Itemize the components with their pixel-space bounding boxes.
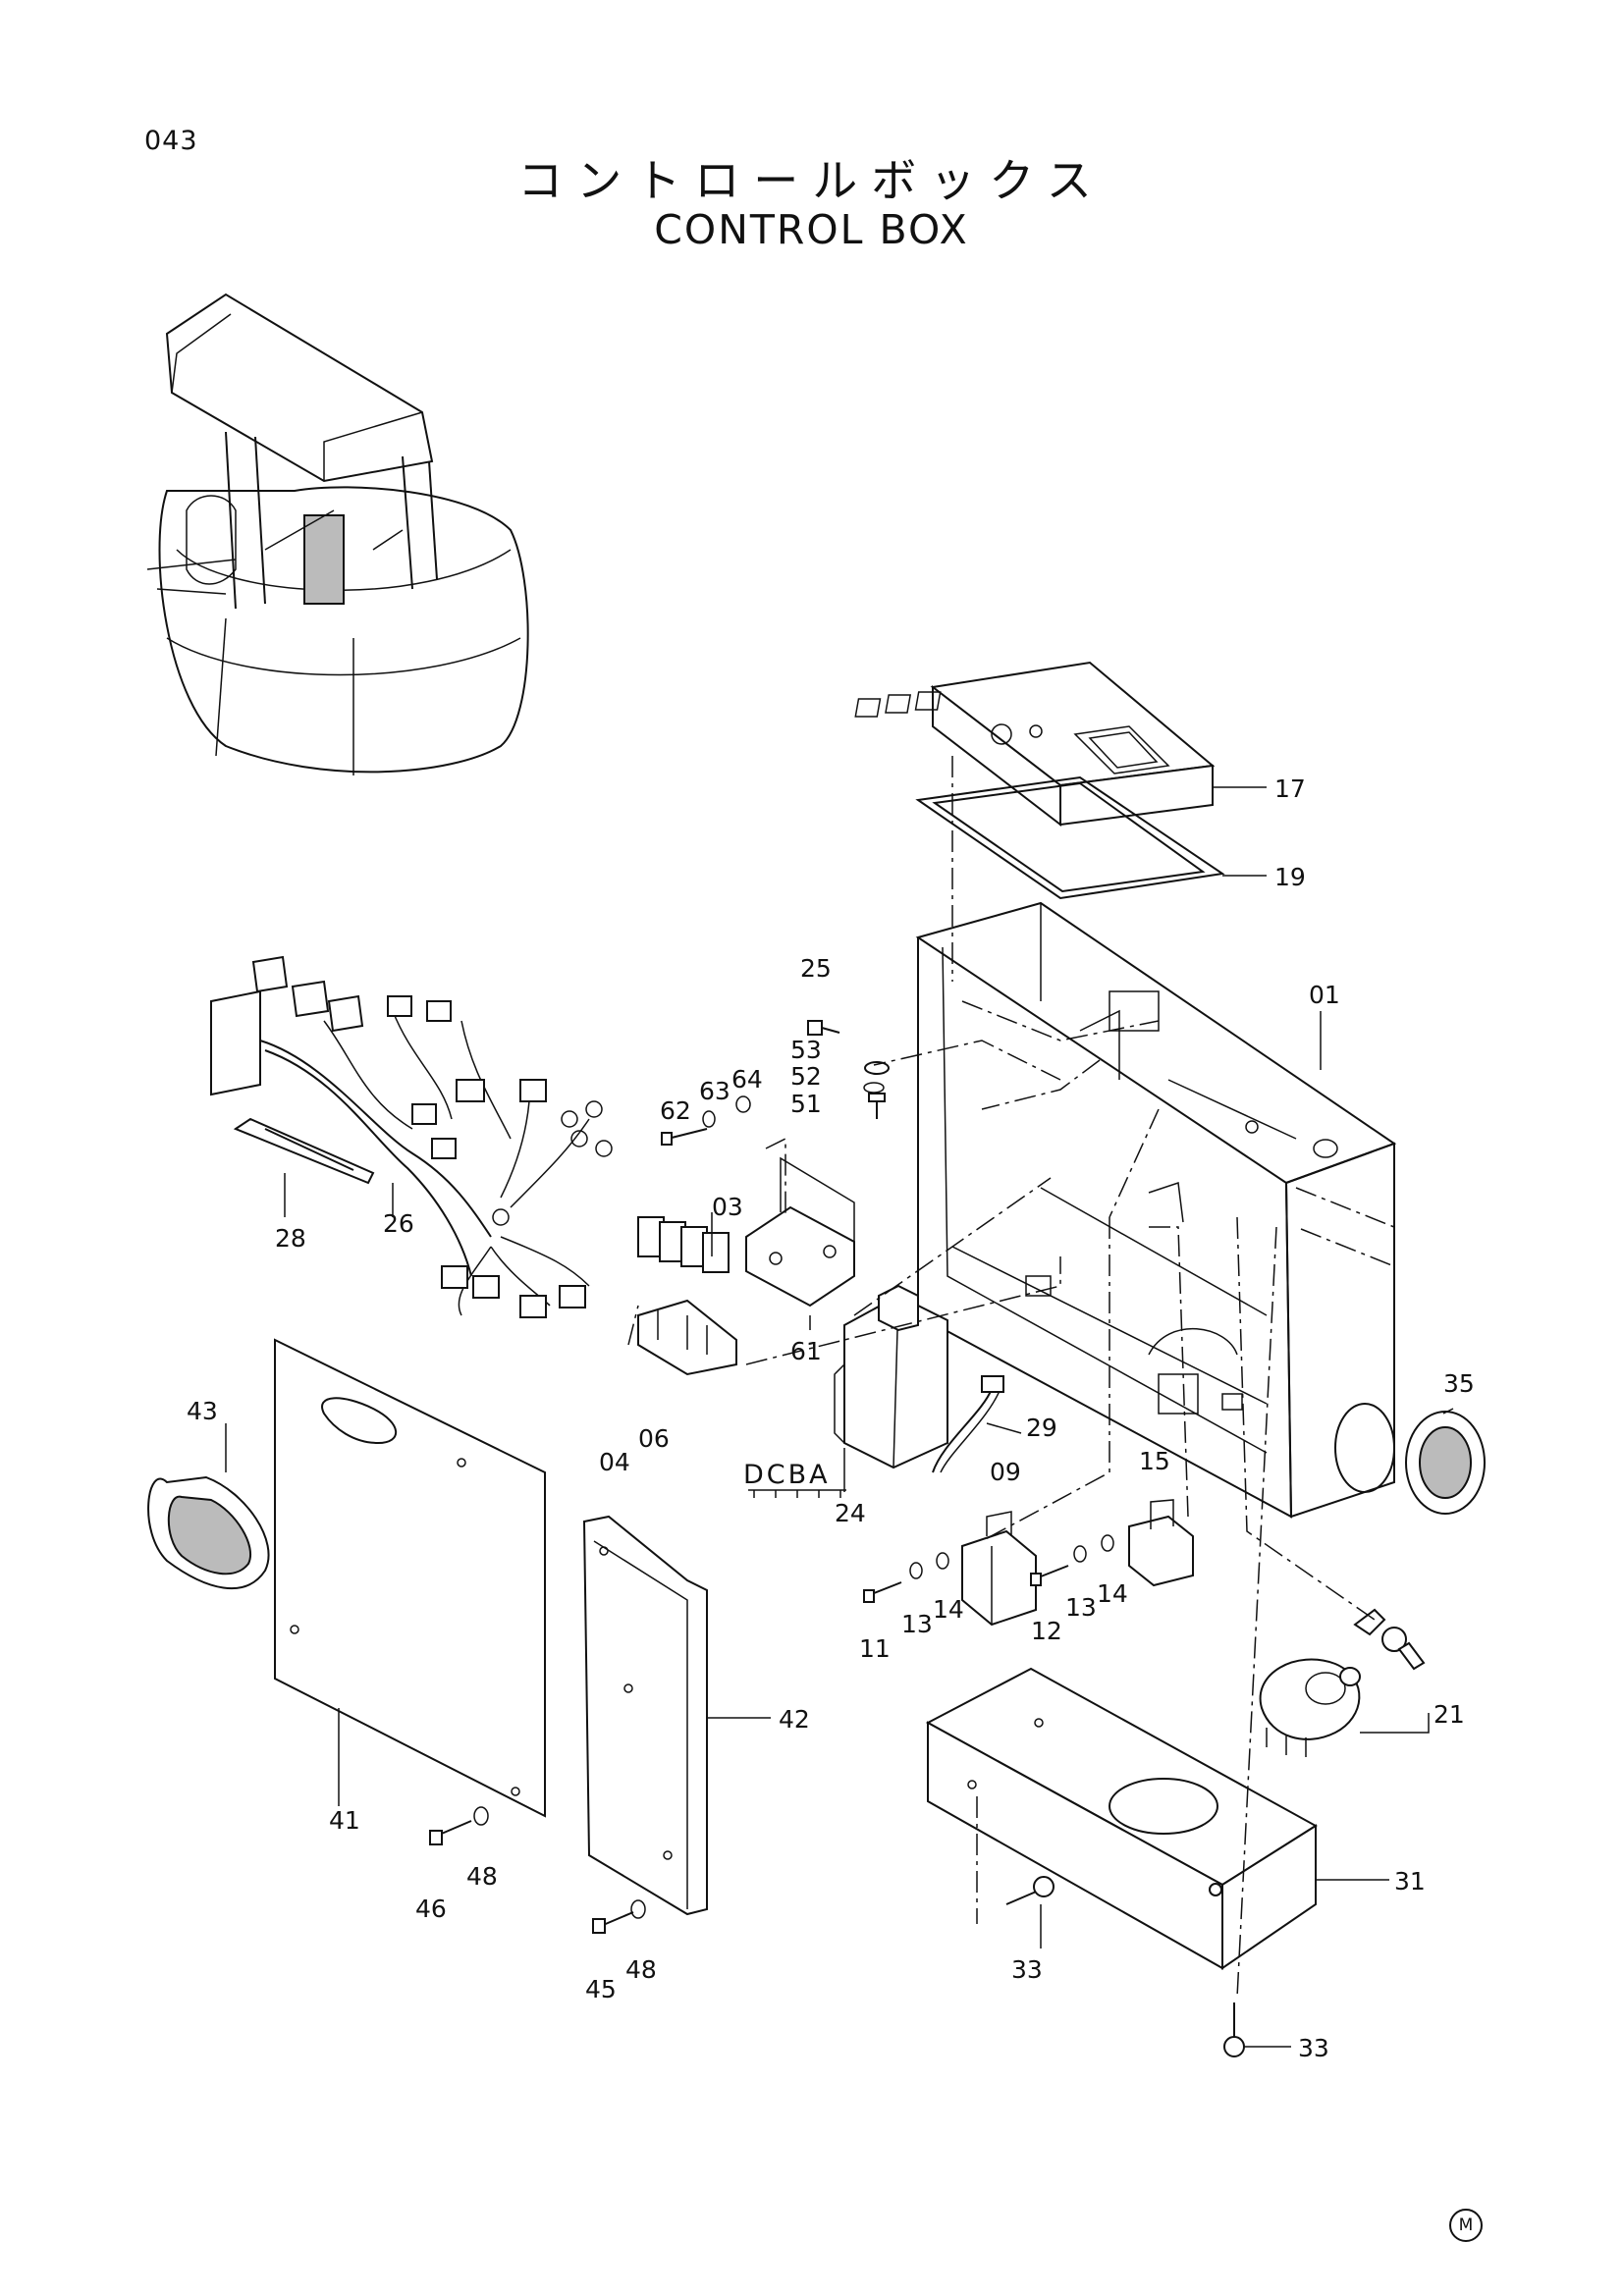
callout-61: 61 — [790, 1337, 822, 1365]
callout-19: 19 — [1274, 863, 1306, 891]
callout-46: 46 — [415, 1895, 447, 1923]
grommet-43 — [147, 1475, 270, 1590]
callout-53: 53 — [790, 1036, 822, 1064]
callout-31: 31 — [1394, 1867, 1426, 1896]
callout-leader-lines — [225, 786, 1454, 2048]
screw-washer-62-63-64 — [661, 1095, 751, 1146]
callout-labels: 01 03 04 06 09 11 12 13 13 14 14 15 17 1… — [187, 774, 1475, 2062]
title-english: CONTROL BOX — [654, 206, 969, 253]
screws-46-45-washers-48 — [429, 1806, 646, 1934]
callout-42: 42 — [779, 1705, 810, 1734]
controller-unit-24 — [834, 1284, 948, 1469]
variant-indicator — [748, 1489, 846, 1498]
monitor-panel-17 — [854, 661, 1216, 828]
callout-45: 45 — [585, 1975, 617, 2003]
callout-04: 04 — [599, 1448, 630, 1476]
callout-64: 64 — [731, 1065, 763, 1094]
callout-33-right: 33 — [1298, 2034, 1329, 2062]
callout-29: 29 — [1026, 1414, 1057, 1442]
page-number: 043 — [144, 126, 198, 156]
callout-13-right: 13 — [1065, 1593, 1097, 1622]
title-japanese: コントロールボックス — [517, 154, 1106, 207]
assembly-guide-lines — [627, 756, 1376, 1999]
machine-locator-illustration — [146, 293, 529, 775]
callout-12: 12 — [1031, 1617, 1062, 1645]
callout-21: 21 — [1434, 1700, 1465, 1729]
key-switch-21 — [1259, 1608, 1426, 1757]
callout-33-left: 33 — [1011, 1955, 1043, 1984]
callout-48-right: 48 — [625, 1955, 657, 1984]
callout-09: 09 — [990, 1458, 1021, 1486]
relay-09 — [961, 1511, 1037, 1627]
sensor-29 — [932, 1375, 1004, 1473]
callout-41: 41 — [329, 1806, 360, 1835]
callout-15: 15 — [1139, 1447, 1170, 1475]
callout-25: 25 — [800, 954, 832, 983]
plate-41 — [274, 1338, 546, 1818]
callout-48-left: 48 — [466, 1862, 498, 1891]
plate-42 — [582, 1515, 708, 1916]
callout-26: 26 — [383, 1209, 414, 1238]
manufacturer-mark: M — [1449, 2209, 1483, 2242]
callout-14-right: 14 — [1097, 1579, 1128, 1608]
callout-52: 52 — [790, 1062, 822, 1091]
callout-01: 01 — [1309, 981, 1340, 1009]
cable-tie-28 — [233, 1117, 375, 1185]
callout-43: 43 — [187, 1397, 218, 1425]
bolts-33 — [1005, 1876, 1245, 2057]
callout-03: 03 — [712, 1193, 743, 1221]
cover-31 — [925, 1667, 1318, 1970]
callout-28: 28 — [275, 1224, 306, 1253]
screw-washers-51-52-53-25 — [807, 1020, 890, 1119]
wire-harness-26 — [210, 955, 613, 1318]
callout-63: 63 — [699, 1077, 730, 1105]
callout-14-left: 14 — [933, 1595, 964, 1624]
grommet-35 — [1405, 1411, 1486, 1515]
callout-06: 06 — [638, 1424, 670, 1453]
callout-17: 17 — [1274, 774, 1306, 803]
callout-51: 51 — [790, 1090, 822, 1118]
callout-62: 62 — [660, 1096, 691, 1125]
bracket-61 — [745, 1156, 855, 1308]
variant-code: DCBA — [743, 1460, 831, 1490]
relay-set-03 — [637, 1216, 737, 1376]
callout-11: 11 — [859, 1634, 891, 1663]
screws-11-12-washers — [863, 1534, 1114, 1603]
gasket-19 — [915, 775, 1225, 900]
callout-13-left: 13 — [901, 1610, 933, 1638]
callout-35: 35 — [1443, 1369, 1475, 1398]
callout-24: 24 — [835, 1499, 866, 1527]
control-box-frame-01 — [915, 901, 1397, 1519]
relay-15 — [1128, 1499, 1194, 1587]
